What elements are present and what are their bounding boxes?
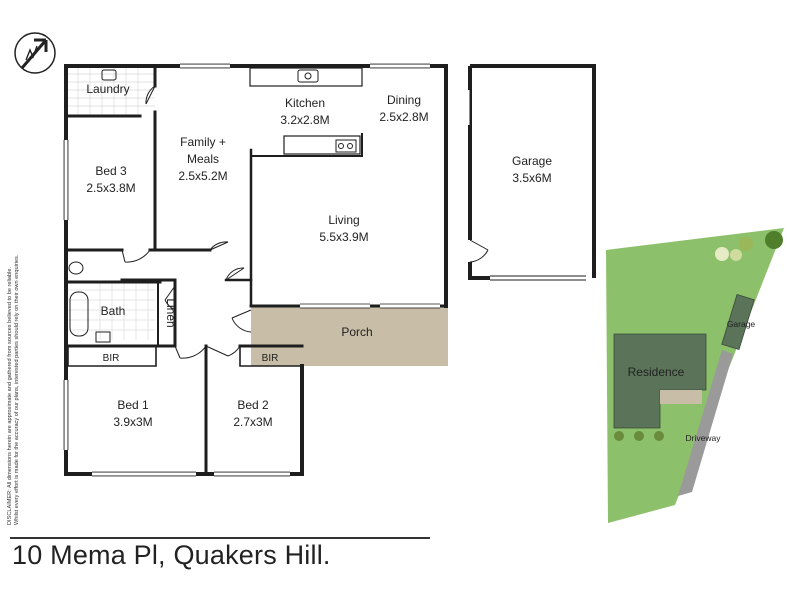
garage-building [466, 64, 596, 281]
bed1-size: 3.9x3M [113, 415, 152, 429]
dining-label: Dining [387, 93, 421, 107]
linen-label: Linen [164, 298, 178, 327]
door-swings [121, 85, 252, 359]
windows [64, 64, 440, 476]
kitchen-size: 3.2x2.8M [280, 113, 329, 127]
bed2-size: 2.7x3M [233, 415, 272, 429]
bed2-label: Bed 2 [237, 398, 269, 412]
room-labels: Laundry Kitchen 3.2x2.8M Dining 2.5x2.8M… [86, 82, 552, 429]
dining-size: 2.5x2.8M [379, 110, 428, 124]
north-arrow-icon [14, 32, 56, 74]
garage-size: 3.5x6M [512, 171, 551, 185]
family-size: 2.5x5.2M [178, 169, 227, 183]
address-rule [10, 537, 430, 539]
site-driveway [678, 350, 733, 496]
site-garage [721, 294, 755, 350]
window-frames [63, 63, 440, 477]
site-plan: Garage Residence Driveway [606, 228, 784, 523]
site-garage-label: Garage [727, 319, 756, 329]
living-size: 5.5x3.9M [319, 230, 368, 244]
bath-label: Bath [101, 304, 126, 318]
bir-label-1: BIR [103, 353, 120, 364]
tree-icon [654, 431, 664, 441]
address-title: 10 Mema Pl, Quakers Hill. [12, 540, 331, 570]
tree-icon [730, 249, 742, 261]
laundry-tiles [68, 66, 155, 116]
site-driveway-label: Driveway [686, 433, 722, 443]
bed3-label: Bed 3 [95, 164, 127, 178]
tree-icon [715, 247, 729, 261]
family-label: Family + [180, 135, 226, 149]
disclaimer-line-1: DISCLAIMER: All dimensions herein are ap… [7, 266, 13, 525]
bath-tiles [68, 282, 155, 340]
garage-label: Garage [512, 154, 552, 168]
laundry-label: Laundry [86, 82, 129, 96]
disclaimer-line-2: Whilst every effort is made for the accu… [14, 254, 20, 525]
tree-icon [765, 231, 783, 249]
tree-icon [739, 237, 753, 251]
bed3-size: 2.5x3.8M [86, 181, 135, 195]
site-residence-label: Residence [628, 365, 685, 379]
tree-icon [614, 431, 624, 441]
family-label-2: Meals [187, 152, 219, 166]
fixtures [68, 69, 357, 343]
bed1-label: Bed 1 [117, 398, 149, 412]
porch-area [251, 306, 448, 366]
site-porch [660, 390, 702, 404]
house-walls [64, 64, 448, 476]
bir-label-2: BIR [262, 353, 279, 364]
tree-icon [634, 431, 644, 441]
kitchen-label: Kitchen [285, 96, 325, 110]
disclaimer: DISCLAIMER: All dimensions herein are ap… [7, 254, 20, 525]
living-label: Living [328, 213, 359, 227]
porch-label: Porch [341, 325, 372, 339]
